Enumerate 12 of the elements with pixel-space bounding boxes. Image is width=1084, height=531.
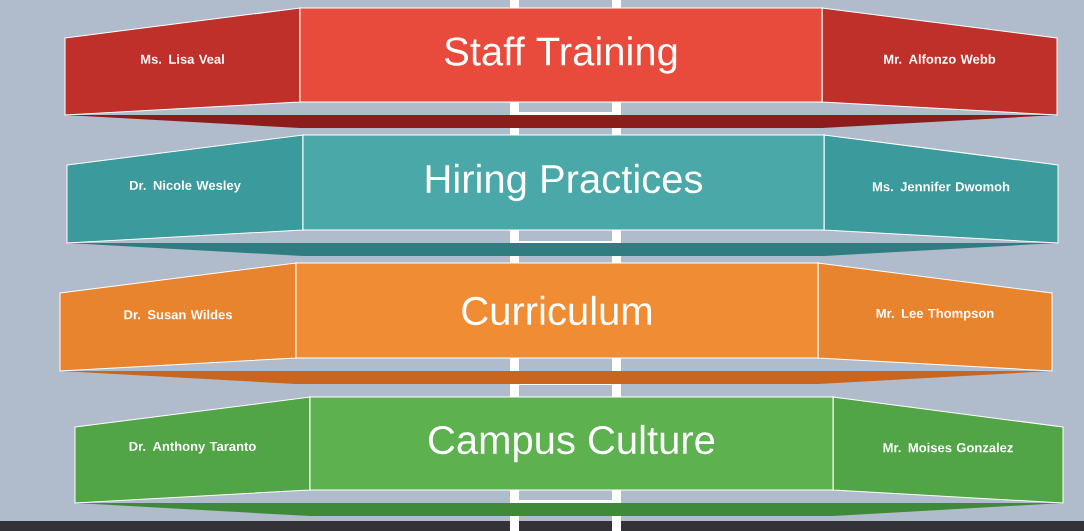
tier-box: Hiring Practices bbox=[302, 134, 825, 231]
tier-box: Campus Culture bbox=[309, 396, 834, 491]
side-panel: Mr. Moises Gonzalez bbox=[832, 396, 1064, 504]
side-panel: Ms. Jennifer Dwomoh bbox=[823, 134, 1059, 244]
side-panel: Dr. Nicole Wesley bbox=[66, 134, 304, 244]
side-panel: Ms. Lisa Veal bbox=[64, 7, 301, 116]
side-panel: Dr. Susan Wildes bbox=[59, 262, 297, 372]
side-panel: Mr. Lee Thompson bbox=[817, 262, 1053, 372]
tier-box: Staff Training bbox=[299, 7, 823, 103]
side-panel: Dr. Anthony Taranto bbox=[74, 396, 311, 504]
side-panel: Mr. Alfonzo Webb bbox=[821, 7, 1058, 116]
tier-box: Curriculum bbox=[295, 262, 819, 359]
